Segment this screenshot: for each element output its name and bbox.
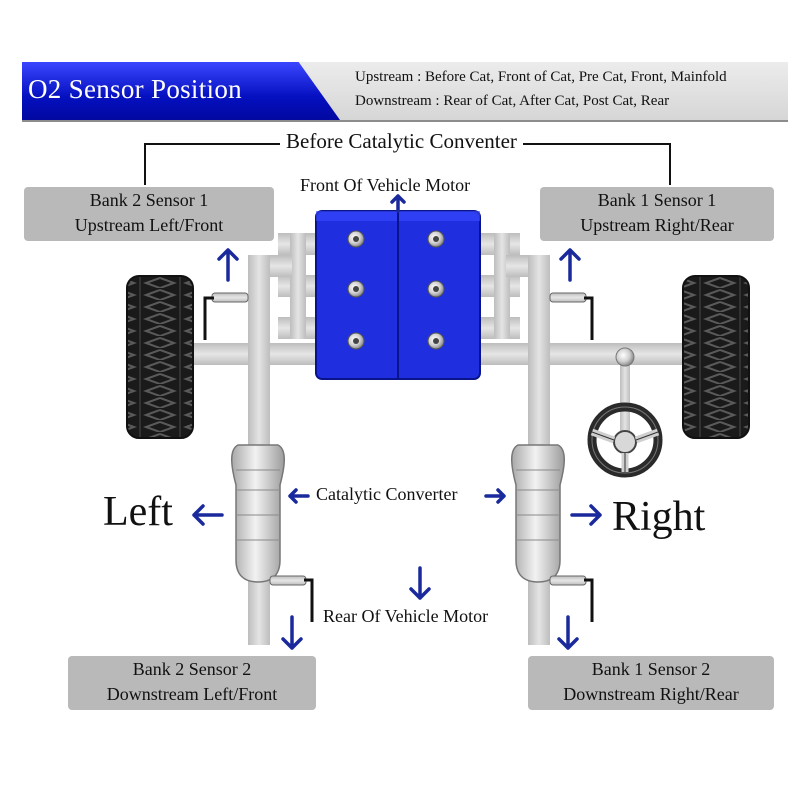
header-title: O2 Sensor Position <box>28 74 242 104</box>
left-side-label: Left <box>103 489 173 535</box>
bank1-sensor2-subtitle: Downstream Right/Rear <box>563 684 739 704</box>
steering-wheel-icon <box>587 347 663 478</box>
arrow-icon-b2s2 <box>281 615 303 650</box>
upstream-description: Upstream : Before Cat, Front of Cat, Pre… <box>355 69 727 85</box>
bank2-sensor2-subtitle: Downstream Left/Front <box>106 684 278 704</box>
bank1-sensor1-subtitle: Upstream Right/Rear <box>580 215 734 235</box>
o2-sensor-icon-b2s1 <box>203 292 249 340</box>
arrow-icon-left <box>192 504 224 526</box>
header-title-block <box>22 62 340 120</box>
bank2-sensor1-title: Bank 2 Sensor 1 <box>89 190 209 210</box>
bank2-sensor1-subtitle: Upstream Left/Front <box>74 215 224 235</box>
left-tire-icon <box>126 275 194 439</box>
rear-of-vehicle-label: Rear Of Vehicle Motor <box>323 606 489 626</box>
o2-sensor-icon-b1s1 <box>549 292 594 340</box>
right-side-label: Right <box>612 494 706 540</box>
catalytic-converter-label: Catalytic Converter <box>316 484 458 504</box>
bank1-sensor1-title: Bank 1 Sensor 1 <box>597 190 717 210</box>
bank1-sensor2-label: Bank 1 Sensor 2 Downstream Right/Rear <box>528 656 774 710</box>
arrow-icon-b1s1 <box>559 248 581 282</box>
bank2-sensor2-label: Bank 2 Sensor 2 Downstream Left/Front <box>68 656 316 710</box>
arrow-icon-rear <box>409 566 431 600</box>
right-exhaust-manifold <box>474 233 550 645</box>
before-cat-label: Before Catalytic Conventer <box>280 129 523 154</box>
o2-sensor-icon-b2s2 <box>269 575 314 622</box>
right-tire-icon <box>682 275 750 439</box>
downstream-description: Downstream : Rear of Cat, After Cat, Pos… <box>355 93 670 109</box>
bank1-sensor2-title: Bank 1 Sensor 2 <box>591 659 711 679</box>
bank1-sensor1-label: Bank 1 Sensor 1 Upstream Right/Rear <box>540 187 774 241</box>
arrow-icon-cat-right <box>484 488 506 504</box>
bank2-sensor2-title: Bank 2 Sensor 2 <box>132 659 252 679</box>
left-catalytic-converter-icon <box>231 444 285 583</box>
bank2-sensor1-label: Bank 2 Sensor 1 Upstream Left/Front <box>24 187 274 241</box>
right-catalytic-converter-icon <box>511 444 565 583</box>
arrow-icon-front <box>390 194 406 213</box>
front-of-vehicle-label: Front Of Vehicle Motor <box>300 175 471 195</box>
arrow-icon-cat-left <box>288 488 310 504</box>
arrow-icon-b1s2 <box>557 615 579 650</box>
o2-sensor-icon-b1s2 <box>549 575 594 622</box>
arrow-icon-right <box>570 504 602 526</box>
engine-block-icon <box>315 210 481 380</box>
arrow-icon-b2s1 <box>217 248 239 282</box>
